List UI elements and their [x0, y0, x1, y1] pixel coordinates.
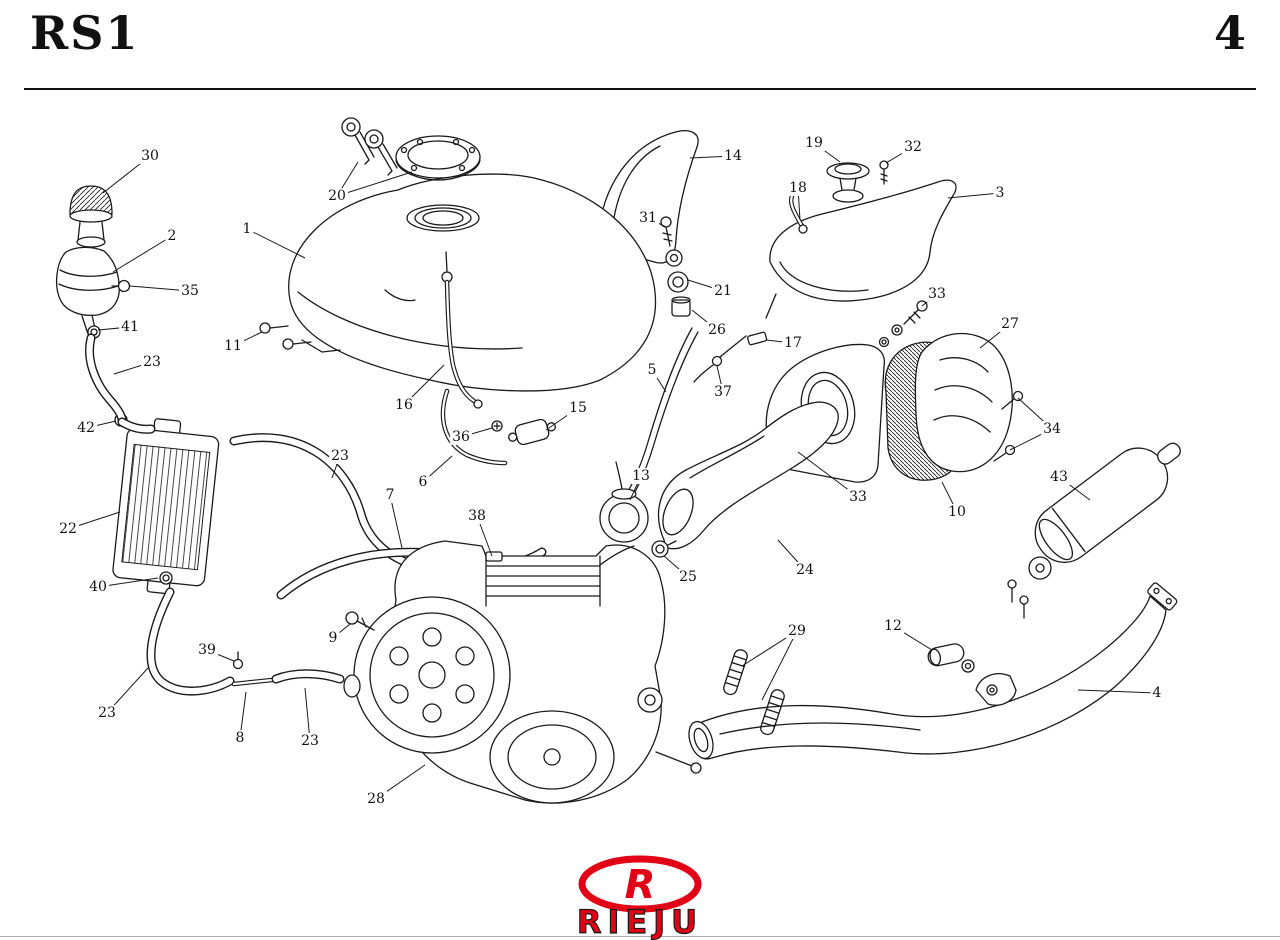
callout-9: 9 — [326, 630, 340, 646]
exhaust-pipe — [688, 582, 1178, 760]
callout-25: 25 — [677, 569, 699, 585]
callout-24: 24 — [794, 562, 816, 578]
callout-41: 41 — [119, 319, 141, 335]
engine — [343, 540, 702, 804]
page-number: 4 — [1213, 6, 1246, 60]
callout-37: 37 — [712, 384, 734, 400]
callout-21: 21 — [712, 283, 734, 299]
callout-31: 31 — [637, 210, 659, 226]
fastener-stack — [660, 216, 691, 317]
callout-23: 23 — [329, 448, 351, 464]
callout-23: 23 — [299, 733, 321, 749]
callout-33: 33 — [926, 286, 948, 302]
air-duct — [657, 401, 839, 550]
callout-26: 26 — [706, 322, 728, 338]
callout-17: 17 — [782, 335, 804, 351]
callout-30: 30 — [139, 148, 161, 164]
header-divider — [24, 88, 1256, 90]
callout-39: 39 — [196, 642, 218, 658]
callout-23: 23 — [141, 354, 163, 370]
callout-40: 40 — [87, 579, 109, 595]
logo-letter: R — [625, 862, 656, 908]
carburettor — [599, 461, 677, 566]
callout-16: 16 — [393, 397, 415, 413]
callout-20: 20 — [326, 188, 348, 204]
tank-bolts — [259, 322, 312, 350]
callout-11: 11 — [222, 338, 244, 354]
page-title: RS1 — [30, 6, 140, 60]
callout-3: 3 — [993, 185, 1007, 201]
callout-15: 15 — [567, 400, 589, 416]
rubber-mount — [927, 643, 975, 673]
callout-4: 4 — [1150, 685, 1164, 701]
expansion-bottle — [55, 185, 131, 335]
callout-18: 18 — [787, 180, 809, 196]
callout-10: 10 — [946, 504, 968, 520]
callout-36: 36 — [450, 429, 472, 445]
callout-12: 12 — [882, 618, 904, 634]
callout-32: 32 — [902, 139, 924, 155]
callout-19: 19 — [803, 135, 825, 151]
callout-8: 8 — [233, 730, 247, 746]
muffler — [1007, 442, 1181, 619]
callout-6: 6 — [416, 474, 430, 490]
callout-28: 28 — [365, 791, 387, 807]
callout-23: 23 — [96, 705, 118, 721]
callout-22: 22 — [57, 521, 79, 537]
callout-38: 38 — [466, 508, 488, 524]
callout-14: 14 — [722, 148, 744, 164]
oil-tank — [693, 160, 957, 383]
callout-1: 1 — [240, 221, 254, 237]
callout-42: 42 — [75, 420, 97, 436]
tank-cap — [395, 135, 481, 181]
callout-29: 29 — [786, 623, 808, 639]
callout-5: 5 — [645, 362, 659, 378]
callout-27: 27 — [999, 316, 1021, 332]
brand-name: RIEJU — [577, 903, 703, 940]
callout-33: 33 — [847, 489, 869, 505]
callout-7: 7 — [383, 487, 397, 503]
bottom-divider — [0, 936, 1280, 937]
callout-35: 35 — [179, 283, 201, 299]
callout-13: 13 — [630, 468, 652, 484]
rieju-logo: R RIEJU — [576, 855, 703, 940]
airbox-cover — [914, 332, 1024, 473]
callout-43: 43 — [1048, 469, 1070, 485]
throttle-cable — [441, 251, 483, 409]
callout-34: 34 — [1041, 421, 1063, 437]
callout-2: 2 — [165, 228, 179, 244]
